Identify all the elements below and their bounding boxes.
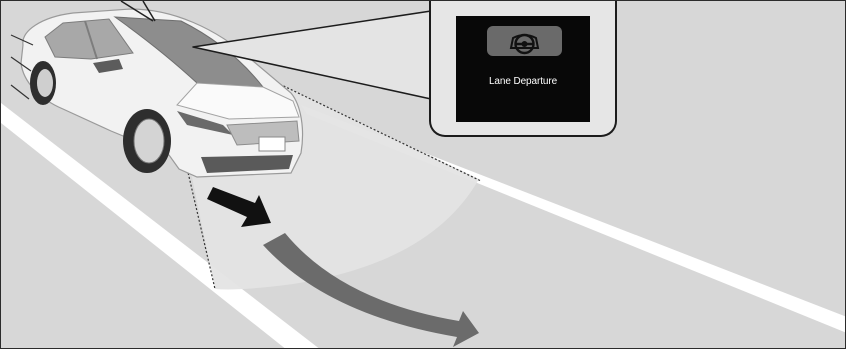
car-front-rim [134,119,164,163]
lane-departure-message: Lane Departure [456,76,590,87]
display-callout: Lane Departure [429,1,617,137]
steering-wheel-icon [487,26,562,56]
driver-info-display: Lane Departure [456,16,590,122]
lane-departure-warning-icon [487,26,562,56]
car-rear-rim [37,69,53,97]
motion-line [11,85,29,99]
car-license-plate [259,137,285,151]
